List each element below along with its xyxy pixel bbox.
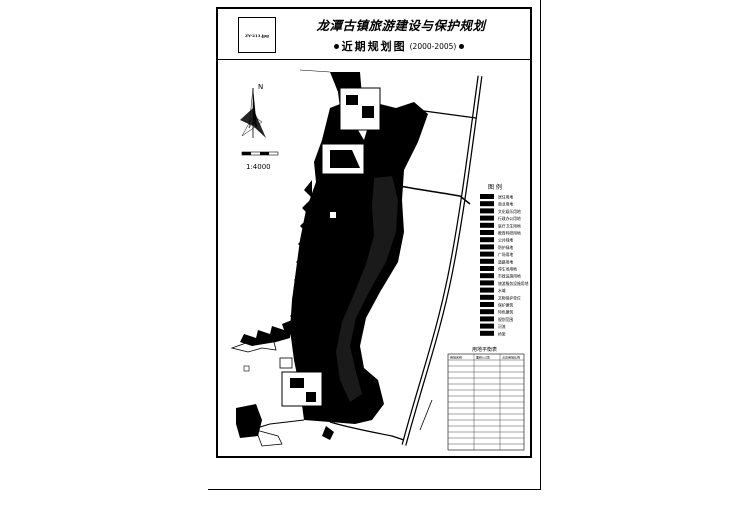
bullet-left-icon — [333, 43, 339, 49]
legend-label: 商业用地 — [498, 202, 513, 207]
legend-swatch — [480, 237, 494, 243]
map-title: 龙潭古镇旅游建设与保护规划 — [316, 18, 486, 33]
scale-label: 1:4000 — [246, 163, 271, 171]
file-stamp: ZY-213.jpg — [238, 17, 276, 53]
legend-label: 行政办公用地 — [498, 216, 521, 221]
legend-swatch — [480, 194, 494, 199]
north-label: N — [258, 83, 263, 91]
legend-label: 桥梁 — [498, 331, 506, 336]
southwest-block — [236, 365, 334, 447]
map-frame: ZY-213.jpg 龙潭古镇旅游建设与保护规划 近期规划图 (2000-200… — [216, 7, 532, 458]
legend-swatch — [480, 309, 494, 315]
legend-label: 河流 — [498, 324, 506, 329]
legend-swatch — [480, 244, 494, 250]
legend-swatch — [480, 330, 494, 336]
town-area — [279, 72, 428, 424]
legend-swatch — [480, 208, 494, 214]
riverbank-edge — [230, 180, 312, 353]
legend-label: 道路用地 — [498, 259, 513, 264]
legend-swatch — [480, 230, 494, 235]
legend: 图 例 居住用地商业用地文化娱乐用地行政办公用地医疗卫生用地教育科研用地公共绿地… — [480, 183, 529, 336]
legend-label: 停车场用地 — [498, 267, 517, 272]
legend-swatch — [480, 294, 494, 300]
legend-label: 医疗卫生用地 — [498, 223, 521, 228]
roads — [249, 69, 477, 441]
legend-label: 保护建筑 — [498, 303, 513, 308]
legend-swatch — [480, 266, 494, 271]
subtitle-row: 近期规划图 (2000-2005) — [314, 38, 484, 54]
legend-label: 教育科研用地 — [498, 231, 521, 236]
railway-line — [401, 75, 483, 446]
legend-swatch — [480, 287, 494, 293]
title-block: ZY-213.jpg 龙潭古镇旅游建设与保护规划 近期规划图 (2000-200… — [218, 9, 530, 60]
north-arrow-icon: N — [240, 83, 266, 138]
legend-swatch — [480, 273, 494, 279]
legend-heading: 图 例 — [488, 183, 502, 191]
legend-swatch — [480, 251, 494, 257]
legend-swatch — [480, 280, 494, 286]
legend-label: 公共绿地 — [498, 238, 513, 243]
drawing-sheet — [208, 0, 541, 490]
legend-swatch — [480, 215, 494, 221]
legend-swatch — [480, 258, 494, 264]
legend-swatch — [480, 323, 494, 329]
land-balance-table: 用地平衡表 用地名称 面积(公顷) 占总用地比例 — [447, 346, 525, 451]
legend-swatch — [480, 302, 494, 307]
legend-swatch — [480, 201, 494, 207]
legend-label: 规划范围 — [498, 317, 513, 322]
table-column-header: 面积(公顷) — [476, 354, 490, 359]
legend-label: 防护绿地 — [498, 245, 513, 250]
legend-swatch — [480, 222, 494, 228]
bullet-right-icon — [459, 43, 465, 49]
legend-label: 居住用地 — [498, 195, 513, 200]
stamp-text: ZY-213.jpg — [245, 32, 269, 38]
map-subtitle: 近期规划图 — [341, 40, 407, 53]
legend-label: 市政设施用地 — [498, 274, 521, 279]
legend-label: 广场用地 — [498, 252, 513, 257]
legend-label: 文物保护单位 — [498, 295, 521, 300]
legend-swatch — [480, 316, 494, 322]
legend-label: 水域 — [498, 288, 506, 293]
legend-label: 文化娱乐用地 — [498, 209, 521, 214]
legend-label: 旅游服务设施用地 — [498, 281, 529, 286]
table-column-header: 用地名称 — [450, 354, 462, 359]
table-column-header: 占总用地比例 — [502, 354, 520, 359]
scale-bar: 1:4000 — [241, 151, 279, 171]
legend-label: 特色建筑 — [498, 310, 513, 315]
table-heading: 用地平衡表 — [472, 346, 497, 353]
map-years: (2000-2005) — [409, 41, 457, 51]
